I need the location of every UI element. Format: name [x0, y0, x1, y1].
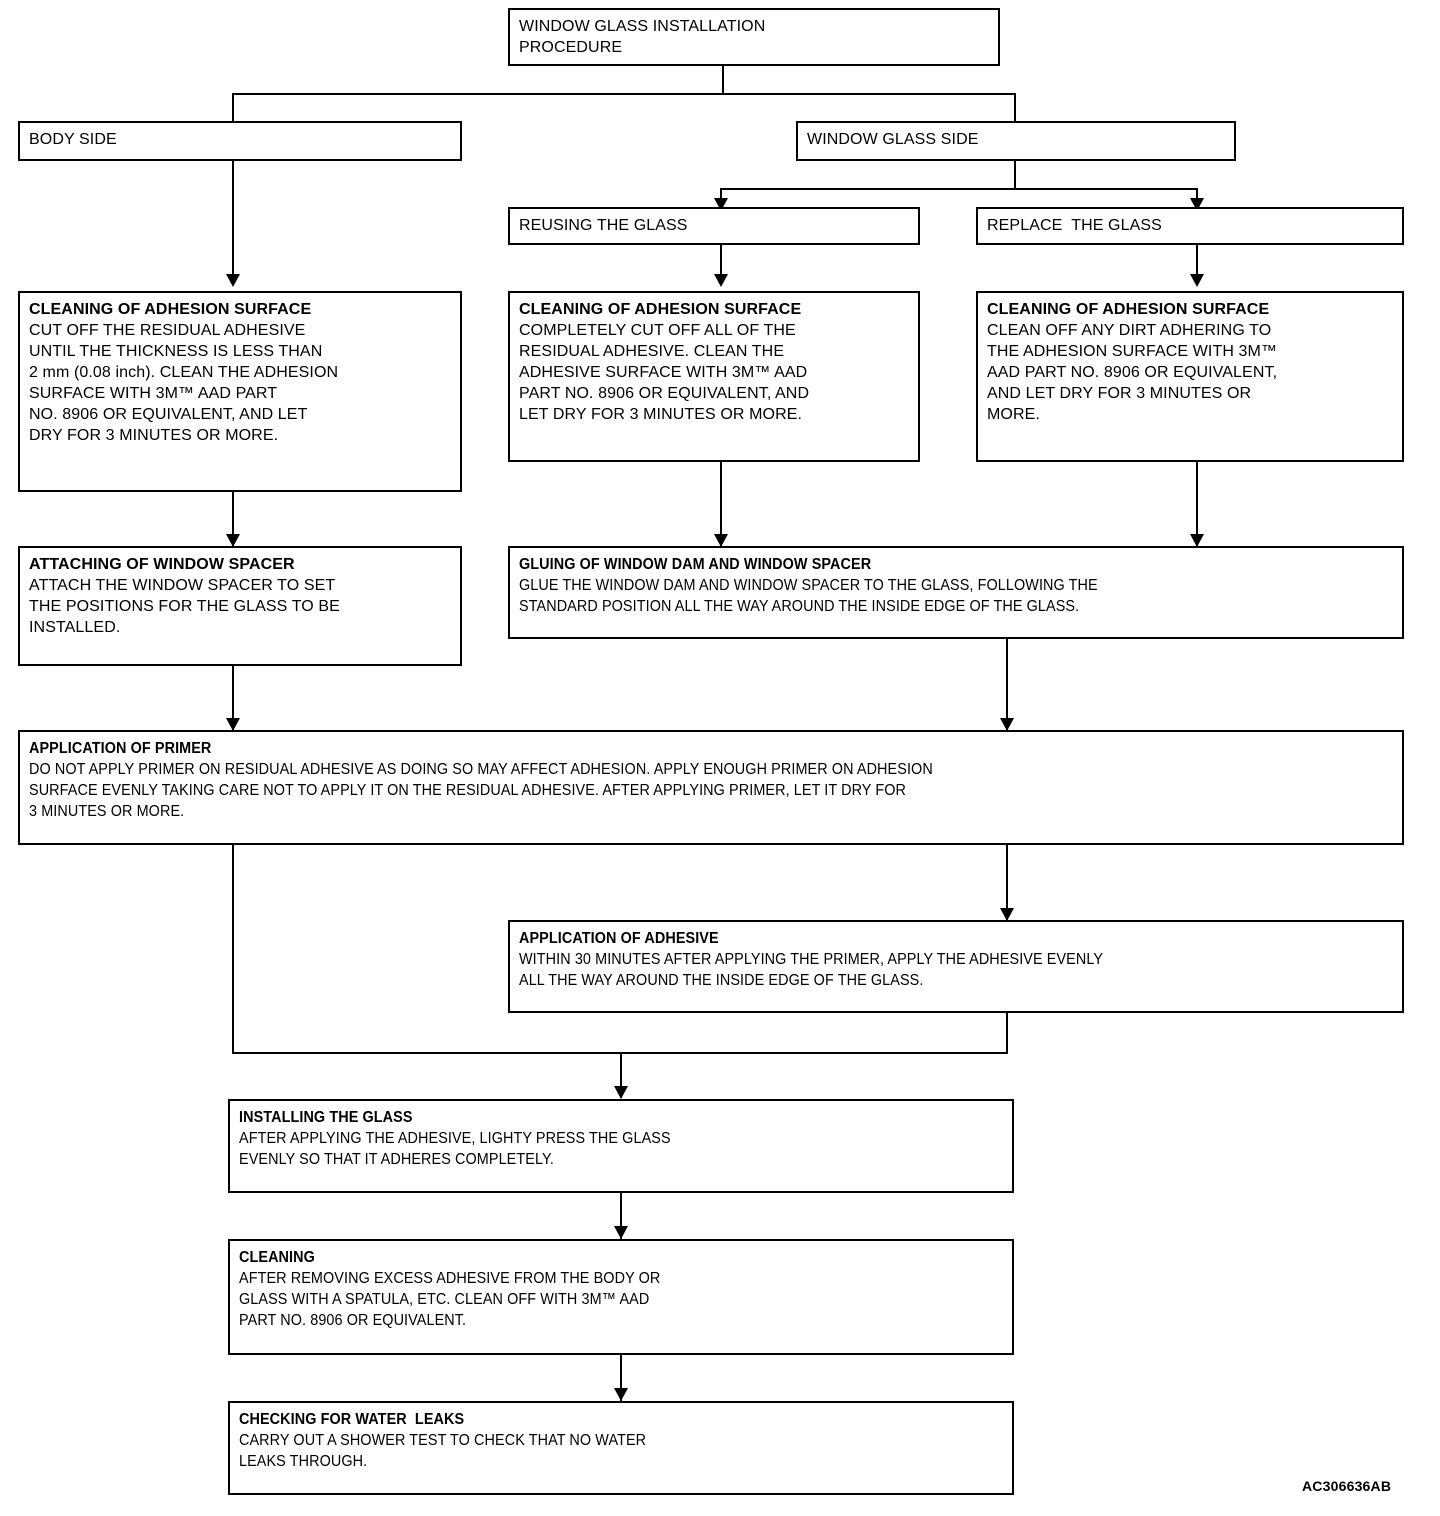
node-cleaning-title: CLEANING — [239, 1249, 315, 1266]
node-checking-leaks-text: CARRY OUT A SHOWER TEST TO CHECK THAT NO… — [239, 1432, 647, 1470]
connector-to-window-glass-side — [1014, 93, 1016, 123]
node-application-adhesive-title: APPLICATION OF ADHESIVE — [519, 930, 719, 947]
node-application-primer-title: APPLICATION OF PRIMER — [29, 740, 212, 757]
arrow-into-installing-glass — [614, 1086, 628, 1099]
node-clean-body-text: CUT OFF THE RESIDUAL ADHESIVE UNTIL THE … — [29, 322, 339, 444]
node-attach-spacer[interactable]: ATTACHING OF WINDOW SPACER ATTACH THE WI… — [18, 546, 462, 666]
node-application-adhesive-text: WITHIN 30 MINUTES AFTER APPLYING THE PRI… — [519, 951, 1104, 989]
node-clean-replace-title: CLEANING OF ADHESION SURFACE — [987, 301, 1270, 318]
arrow-into-attach-spacer — [226, 534, 240, 547]
node-checking-leaks-title: CHECKING FOR WATER LEAKS — [239, 1411, 465, 1428]
node-installing-glass-text: AFTER APPLYING THE ADHESIVE, LIGHTY PRES… — [239, 1130, 671, 1168]
arrow-into-gluing-left — [714, 534, 728, 547]
connector-to-replace — [1196, 188, 1198, 206]
connector-root-stem — [722, 64, 724, 94]
connector-installing-to-cleaning — [620, 1191, 622, 1239]
connector-wgs-stem — [1014, 160, 1016, 189]
node-root[interactable]: WINDOW GLASS INSTALLATION PROCEDURE — [508, 8, 1000, 66]
node-gluing-dam-title: GLUING OF WINDOW DAM AND WINDOW SPACER — [519, 556, 872, 573]
node-body-side-title: BODY SIDE — [29, 131, 117, 148]
node-gluing-dam[interactable]: GLUING OF WINDOW DAM AND WINDOW SPACER G… — [508, 546, 1404, 639]
connector-replace-to-clean — [1196, 243, 1198, 283]
arrow-into-primer-right — [1000, 718, 1014, 731]
node-clean-reuse[interactable]: CLEANING OF ADHESION SURFACE COMPLETELY … — [508, 291, 920, 462]
node-attach-spacer-text: ATTACH THE WINDOW SPACER TO SET THE POSI… — [29, 577, 340, 636]
arrow-into-cleaning — [614, 1226, 628, 1239]
arrow-into-checking-leaks — [614, 1388, 628, 1401]
connector-gluing-to-primer — [1006, 637, 1008, 732]
arrow-into-clean-body — [226, 274, 240, 287]
node-root-title: WINDOW GLASS INSTALLATION PROCEDURE — [519, 18, 766, 56]
connector-spacer-to-primer — [232, 664, 234, 732]
node-replace-the-glass-title: REPLACE THE GLASS — [987, 217, 1162, 234]
connector-primer-left-down — [232, 843, 234, 1054]
node-window-glass-side[interactable]: WINDOW GLASS SIDE — [796, 121, 1236, 161]
node-application-primer-text: DO NOT APPLY PRIMER ON RESIDUAL ADHESIVE… — [29, 761, 933, 820]
connector-to-reusing — [720, 188, 722, 206]
connector-cleanbody-to-spacer — [232, 490, 234, 548]
node-gluing-dam-text: GLUE THE WINDOW DAM AND WINDOW SPACER TO… — [519, 577, 1098, 615]
node-clean-body-title: CLEANING OF ADHESION SURFACE — [29, 301, 312, 318]
connector-to-body-side — [232, 93, 234, 283]
document-code: AC306636AB — [1302, 1478, 1392, 1494]
node-cleaning[interactable]: CLEANING AFTER REMOVING EXCESS ADHESIVE … — [228, 1239, 1014, 1355]
node-reusing-the-glass[interactable]: REUSING THE GLASS — [508, 207, 920, 245]
node-cleaning-text: AFTER REMOVING EXCESS ADHESIVE FROM THE … — [239, 1270, 661, 1329]
arrow-into-clean-reuse — [714, 274, 728, 287]
node-application-adhesive[interactable]: APPLICATION OF ADHESIVE WITHIN 30 MINUTE… — [508, 920, 1404, 1013]
connector-adhesive-across — [620, 1052, 1008, 1054]
node-checking-leaks[interactable]: CHECKING FOR WATER LEAKS CARRY OUT A SHO… — [228, 1401, 1014, 1495]
connector-cleaning-to-checking — [620, 1353, 622, 1401]
node-clean-replace[interactable]: CLEANING OF ADHESION SURFACE CLEAN OFF A… — [976, 291, 1404, 462]
arrow-into-clean-replace — [1190, 274, 1204, 287]
node-clean-replace-text: CLEAN OFF ANY DIRT ADHERING TO THE ADHES… — [987, 322, 1278, 423]
connector-junction-to-installing — [620, 1052, 622, 1098]
node-window-glass-side-title: WINDOW GLASS SIDE — [807, 131, 979, 148]
node-body-side[interactable]: BODY SIDE — [18, 121, 462, 161]
connector-reusing-to-clean — [720, 243, 722, 283]
connector-wgs-split — [720, 188, 1198, 190]
connector-primer-to-adhesive — [1006, 843, 1008, 921]
node-installing-glass[interactable]: INSTALLING THE GLASS AFTER APPLYING THE … — [228, 1099, 1014, 1193]
node-clean-reuse-title: CLEANING OF ADHESION SURFACE — [519, 301, 802, 318]
node-clean-reuse-text: COMPLETELY CUT OFF ALL OF THE RESIDUAL A… — [519, 322, 810, 423]
connector-cleanreuse-to-gluing — [720, 460, 722, 548]
node-replace-the-glass[interactable]: REPLACE THE GLASS — [976, 207, 1404, 245]
node-installing-glass-title: INSTALLING THE GLASS — [239, 1109, 413, 1126]
arrow-into-gluing-right — [1190, 534, 1204, 547]
connector-primer-left-across — [232, 1052, 622, 1054]
connector-adhesive-down — [1006, 1011, 1008, 1054]
node-clean-body[interactable]: CLEANING OF ADHESION SURFACE CUT OFF THE… — [18, 291, 462, 492]
arrow-into-primer-left — [226, 718, 240, 731]
node-reusing-the-glass-title: REUSING THE GLASS — [519, 217, 688, 234]
connector-root-split — [232, 93, 1016, 95]
node-attach-spacer-title: ATTACHING OF WINDOW SPACER — [29, 556, 295, 573]
node-application-primer[interactable]: APPLICATION OF PRIMER DO NOT APPLY PRIME… — [18, 730, 1404, 845]
arrow-into-adhesive — [1000, 908, 1014, 921]
connector-cleanreplace-to-gluing — [1196, 460, 1198, 548]
